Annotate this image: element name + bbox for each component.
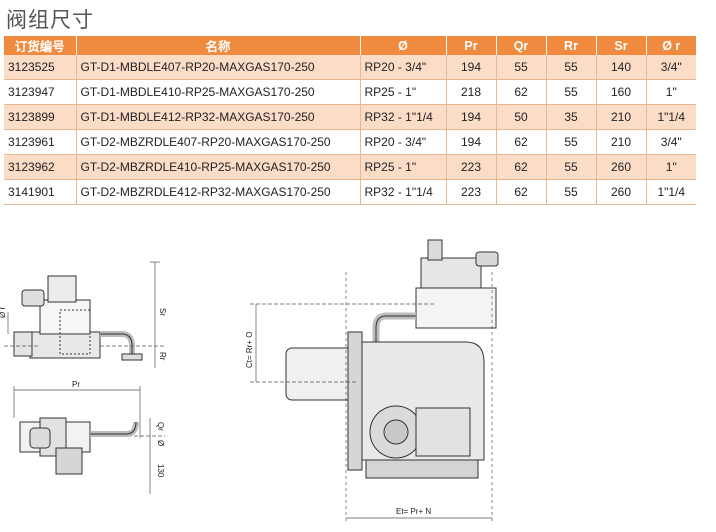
cell-or: 3/4" — [646, 129, 696, 155]
cell-or: 1"1/4 — [646, 104, 696, 130]
label-o: Ø — [156, 440, 165, 446]
cell-diameter: RP25 - 1" — [360, 79, 447, 105]
cell-qr: 62 — [496, 129, 547, 155]
cell-pr: 223 — [446, 179, 497, 205]
label-et: Et= Pr+ N — [396, 507, 431, 516]
page-title: 阀组尺寸 — [6, 8, 94, 32]
cell-order-no: 3123525 — [4, 55, 77, 80]
table-row: 3123961 GT-D2-MBZRDLE407-RP20-MAXGAS170-… — [4, 129, 696, 155]
table-row: 3141901 GT-D2-MBZRDLE412-RP32-MAXGAS170-… — [4, 179, 696, 205]
label-130: 130 — [156, 464, 165, 478]
cell-or: 1" — [646, 79, 696, 105]
cell-rr: 35 — [546, 104, 597, 130]
cell-name: GT-D1-MBDLE412-RP32-MAXGAS170-250 — [76, 104, 361, 130]
cell-pr: 223 — [446, 154, 497, 180]
cell-pr: 194 — [446, 55, 497, 80]
cell-name: GT-D2-MBZRDLE412-RP32-MAXGAS170-250 — [76, 179, 361, 205]
cell-sr: 140 — [596, 55, 647, 80]
header-name: 名称 — [76, 36, 361, 55]
cell-pr: 218 — [446, 79, 497, 105]
table-header-row: 订货编号 名称 Ø Pr Qr Rr Sr Ø r — [4, 36, 696, 55]
header-qr: Qr — [496, 36, 547, 55]
label-qr: Qr — [156, 422, 165, 431]
cell-name: GT-D1-MBDLE407-RP20-MAXGAS170-250 — [76, 55, 361, 80]
cell-order-no: 3123899 — [4, 104, 77, 130]
label-pr: Pr — [72, 380, 80, 389]
cell-qr: 62 — [496, 154, 547, 180]
cell-rr: 55 — [546, 55, 597, 80]
cell-diameter: RP32 - 1"1/4 — [360, 104, 447, 130]
cell-order-no: 3123947 — [4, 79, 77, 105]
header-sr: Sr — [596, 36, 647, 55]
cell-sr: 260 — [596, 179, 647, 205]
cell-rr: 55 — [546, 179, 597, 205]
cell-or: 3/4" — [646, 55, 696, 80]
header-rr: Rr — [546, 36, 597, 55]
table-row: 3123962 GT-D2-MBZRDLE410-RP25-MAXGAS170-… — [4, 154, 696, 180]
label-or: Ø r — [0, 307, 7, 318]
header-or: Ø r — [646, 36, 696, 55]
cell-qr: 62 — [496, 179, 547, 205]
cell-or: 1" — [646, 154, 696, 180]
header-pr: Pr — [446, 36, 497, 55]
label-rr: Rr — [158, 352, 167, 361]
label-ct: Ct= Rr+ O — [245, 332, 254, 368]
cell-diameter: RP25 - 1" — [360, 154, 447, 180]
header-order-no: 订货编号 — [4, 36, 77, 55]
cell-rr: 55 — [546, 154, 597, 180]
cell-order-no: 3141901 — [4, 179, 77, 205]
valve-front-view-drawing: Sr Rr Ø r — [0, 261, 167, 368]
valve-top-view-drawing: Pr Qr Ø 130 — [13, 380, 165, 494]
cell-diameter: RP20 - 3/4" — [360, 55, 447, 80]
valve-dimension-table: 订货编号 名称 Ø Pr Qr Rr Sr Ø r 3123525 GT-D1-… — [4, 36, 696, 205]
cell-sr: 210 — [596, 104, 647, 130]
cell-name: GT-D1-MBDLE410-RP25-MAXGAS170-250 — [76, 79, 361, 105]
cell-qr: 55 — [496, 55, 547, 80]
cell-diameter: RP20 - 3/4" — [360, 129, 447, 155]
header-diameter: Ø — [360, 36, 447, 55]
cell-name: GT-D2-MBZRDLE410-RP25-MAXGAS170-250 — [76, 154, 361, 180]
cell-qr: 50 — [496, 104, 547, 130]
cell-diameter: RP32 - 1"1/4 — [360, 179, 447, 205]
table-row: 3123947 GT-D1-MBDLE410-RP25-MAXGAS170-25… — [4, 79, 696, 105]
cell-sr: 210 — [596, 129, 647, 155]
cell-or: 1"1/4 — [646, 179, 696, 205]
cell-qr: 62 — [496, 79, 547, 105]
cell-name: GT-D2-MBZRDLE407-RP20-MAXGAS170-250 — [76, 129, 361, 155]
cell-sr: 260 — [596, 154, 647, 180]
cell-pr: 194 — [446, 129, 497, 155]
cell-order-no: 3123961 — [4, 129, 77, 155]
table-row: 3123525 GT-D1-MBDLE407-RP20-MAXGAS170-25… — [4, 55, 696, 80]
cell-order-no: 3123962 — [4, 154, 77, 180]
cell-rr: 55 — [546, 129, 597, 155]
cell-rr: 55 — [546, 79, 597, 105]
table-row: 3123899 GT-D1-MBDLE412-RP32-MAXGAS170-25… — [4, 104, 696, 130]
label-sr: Sr — [158, 308, 167, 316]
burner-side-view-drawing: Ct= Rr+ O Et= Pr+ N — [245, 239, 499, 522]
cell-pr: 194 — [446, 104, 497, 130]
cell-sr: 160 — [596, 79, 647, 105]
